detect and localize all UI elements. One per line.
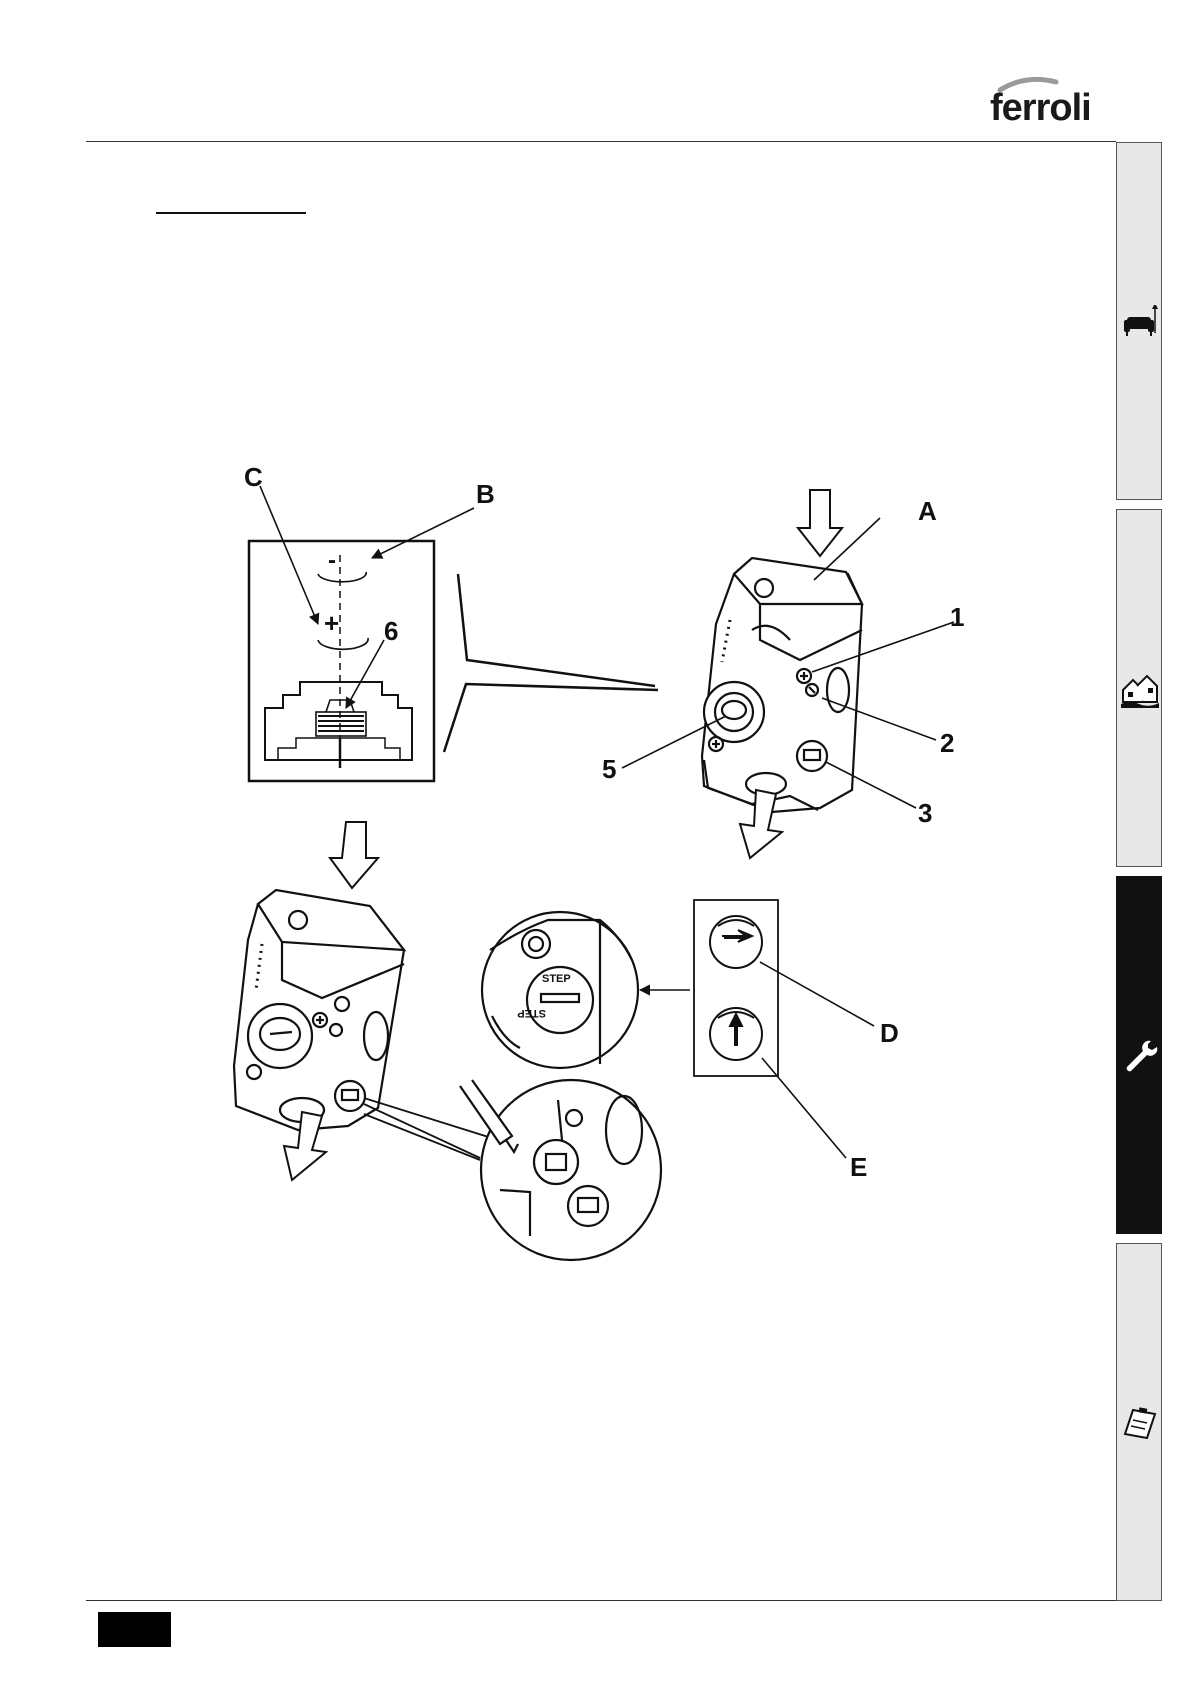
- gas-valve-bottom-view: [234, 822, 498, 1180]
- clipboard-icon: [1121, 1404, 1159, 1442]
- side-tab-installer[interactable]: [1116, 509, 1162, 867]
- screwdriver-zoom: [460, 1080, 661, 1260]
- callout-d: D: [880, 1018, 899, 1048]
- armchair-icon: [1121, 303, 1159, 341]
- footer-rule: [86, 1600, 1116, 1601]
- sign-plus: +: [324, 608, 339, 638]
- wrench-icon: [1121, 1037, 1159, 1075]
- zoom-connector: [444, 574, 658, 752]
- callout-5: 5: [602, 754, 616, 784]
- side-tab-user[interactable]: [1116, 142, 1162, 500]
- gas-valve-top-view: [622, 490, 954, 858]
- sign-minus: -: [328, 547, 336, 574]
- knob-positions-panel: [694, 900, 874, 1158]
- callout-a: A: [918, 496, 937, 526]
- callout-3: 3: [918, 798, 932, 828]
- callout-1: 1: [950, 602, 964, 632]
- page-number-tab: [98, 1612, 171, 1647]
- regulator-detail-view: [249, 486, 474, 781]
- callout-e: E: [850, 1152, 867, 1182]
- callout-b: B: [476, 479, 495, 509]
- side-tab-service[interactable]: [1116, 876, 1162, 1234]
- step-label-top: STEP: [542, 973, 571, 985]
- houses-icon: [1121, 670, 1159, 708]
- side-tab-technical-data[interactable]: [1116, 1243, 1162, 1601]
- callout-2: 2: [940, 728, 954, 758]
- callout-c: C: [244, 462, 263, 492]
- callout-6: 6: [384, 616, 398, 646]
- step-knob-zoom: [482, 912, 690, 1068]
- step-label-bottom: STEP: [517, 1007, 546, 1019]
